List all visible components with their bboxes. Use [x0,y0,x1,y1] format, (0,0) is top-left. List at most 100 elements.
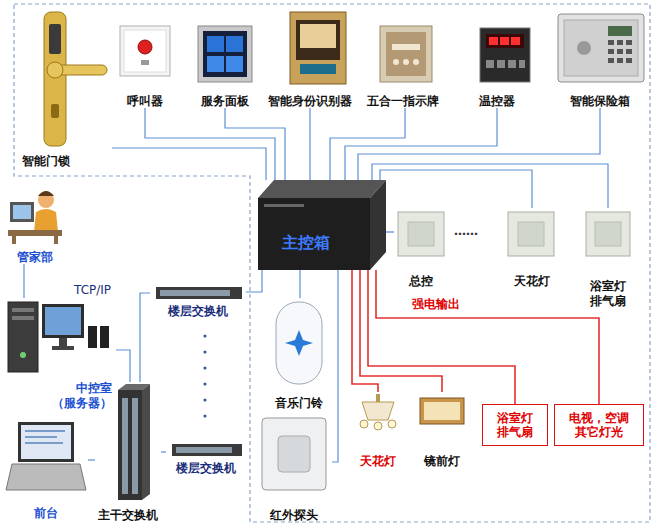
signal-line [330,108,405,180]
main-control-box-illustration [264,204,304,207]
node-label: 主控箱 [282,233,330,252]
power-line [360,270,442,392]
indicator-sign-illustration [403,59,409,65]
node-label: 服务面板 [201,94,249,108]
signal-line [161,451,166,452]
wall-switch-illustration [398,212,444,256]
mirror-lamp-illustration [424,402,460,420]
annotation-label: TCP/IP [74,283,111,297]
signal-line [140,293,150,382]
signal-line [299,270,300,298]
safe-box-illustration [626,40,632,45]
ellipsis-dots [203,398,206,401]
server-computer-illustration [20,352,26,358]
laptop-illustration [6,464,86,490]
signal-line [380,170,532,208]
ceiling-lamp-illustration [388,420,396,428]
call-button-illustration [120,26,170,76]
device-node: 天花灯 [352,392,404,468]
ceiling-lamp-illustration [360,420,368,428]
floor-switch-illustration [176,447,232,453]
signal-line [332,270,338,462]
indicator-sign-illustration [380,26,432,82]
safe-box-illustration [608,58,614,63]
safe-box-illustration [626,49,632,54]
node-label: 智能保险箱 [570,94,630,108]
signal-line [386,231,394,232]
safe-box-illustration [558,14,644,82]
node-label: 五合一指示牌 [367,94,439,108]
device-node: 五合一指示牌 [360,22,446,108]
service-panel-illustration [198,26,252,82]
signal-line [88,459,95,460]
main-control-box-illustration [258,198,370,270]
ceiling-lamp-illustration [374,422,382,430]
device-node: 主干交换机 [95,382,161,522]
server-computer-illustration [52,346,74,350]
output-box: 浴室灯 排气扇 [482,404,548,446]
node-label: 管家部 [17,250,53,264]
door-lock-illustration [49,24,61,54]
door-lock-illustration [47,62,63,78]
node-label: 浴室灯 排气扇 [586,279,629,308]
device-node: 天花灯 [504,208,560,288]
ceiling-lamp-illustration [376,394,380,402]
mirror-lamp-illustration [420,398,464,424]
safe-box-illustration [608,49,614,54]
node-label: 音乐门铃 [275,396,323,410]
server-computer-illustration [8,302,38,372]
thermostat-illustration [508,60,516,68]
device-node: 主控箱 [258,180,386,270]
device-node: 镜前灯 [412,392,472,468]
node-label: 智能门锁 [22,154,70,168]
staff-person-illustration [13,205,31,219]
staff-person-illustration [38,191,54,196]
signal-line [372,164,608,208]
door-lock-illustration [51,104,59,118]
node-label: 天花灯 [514,274,550,288]
server-computer-illustration [12,316,34,320]
doorbell-illustration [285,330,313,356]
device-node: 呼叫器 [114,22,176,108]
call-button-illustration [124,30,166,72]
door-lock-illustration [44,12,66,146]
laptop-illustration [25,442,63,444]
call-button-illustration [141,60,149,65]
node-label: 电视，空调 其它灯光 [567,411,632,440]
node-label: 中控室 （服务器） [47,381,112,410]
device-node: 前台 [4,416,88,520]
server-computer-illustration [100,326,109,348]
thermostat-illustration [519,60,525,68]
staff-person-illustration [12,236,16,244]
device-node: 音乐门铃 [268,298,330,410]
wall-switch-illustration [518,222,544,246]
main-control-box-illustration [258,180,386,270]
floor-switch-illustration [172,444,242,456]
laptop-illustration [25,430,65,432]
service-panel-illustration [207,56,224,72]
wall-switch-illustration [586,212,630,256]
ellipsis-dots [203,350,206,353]
trunk-switch-illustration [118,384,150,500]
thermostat-illustration [486,60,494,68]
trunk-switch-illustration [118,390,142,500]
node-label: 呼叫器 [127,94,163,108]
ellipsis-dots [203,334,206,417]
thermostat-illustration [497,60,505,68]
device-node: 红外探头 [256,414,332,522]
node-label: 温控器 [479,94,515,108]
call-button-illustration [120,26,170,76]
power-line [376,270,599,404]
mirror-lamp-illustration [420,398,464,424]
staff-person-illustration [34,209,58,232]
dashed-boundary [14,4,650,522]
indicator-sign-illustration [386,32,426,76]
ellipsis-dots [203,382,206,385]
wall-switch-illustration [398,212,630,256]
doorbell-illustration [276,302,322,384]
thermostat-illustration [489,37,498,45]
safe-box-illustration [626,58,632,63]
ellipsis-dots [203,334,206,337]
safe-box-illustration [608,26,632,36]
